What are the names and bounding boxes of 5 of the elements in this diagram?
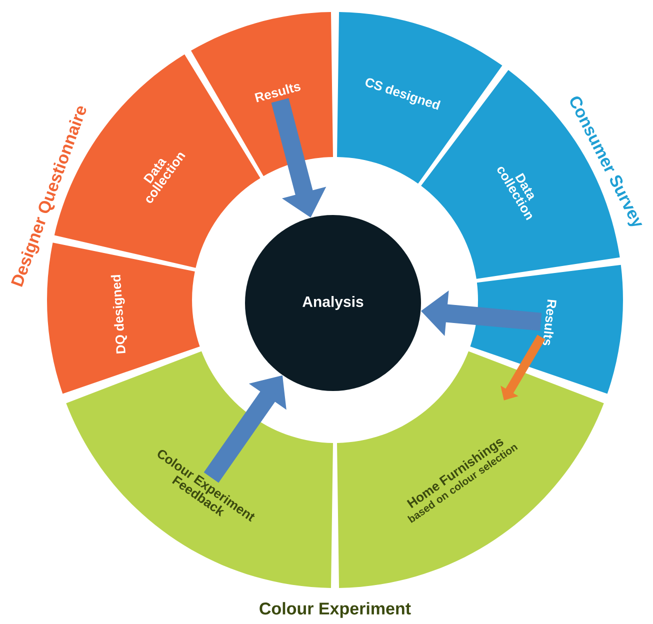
ring-segment: Results (191, 12, 333, 176)
ring-segment: DQ designed (47, 242, 200, 394)
group-title: Colour Experiment (260, 602, 411, 618)
node-label: DQ designed (110, 274, 127, 354)
node-label: Results (542, 300, 556, 346)
